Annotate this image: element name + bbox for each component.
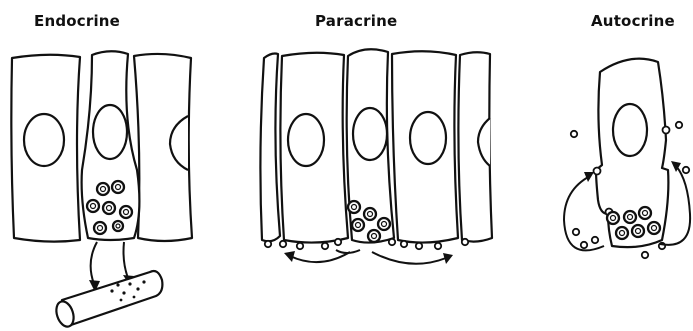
paracrine-cell-3-nucleus: [410, 112, 446, 164]
endocrine-secreting-nucleus: [93, 105, 127, 159]
paracrine-secreting-nucleus: [353, 108, 387, 160]
autocrine-panel: [564, 59, 690, 259]
endocrine-arrow-left: [91, 242, 97, 284]
paracrine-sliver-left: [260, 54, 280, 242]
paracrine-arrow-right: [372, 252, 446, 264]
paracrine-cell-1-nucleus: [288, 114, 324, 166]
blood-vessel: [53, 271, 162, 329]
endocrine-panel: [11, 51, 192, 329]
autocrine-nucleus: [613, 104, 647, 156]
paracrine-panel: [260, 49, 492, 264]
paracrine-arrow-short: [336, 250, 360, 253]
endocrine-left-nucleus: [24, 114, 64, 166]
endocrine-arrow-right: [124, 242, 129, 278]
paracrine-arrow-left: [290, 252, 350, 262]
